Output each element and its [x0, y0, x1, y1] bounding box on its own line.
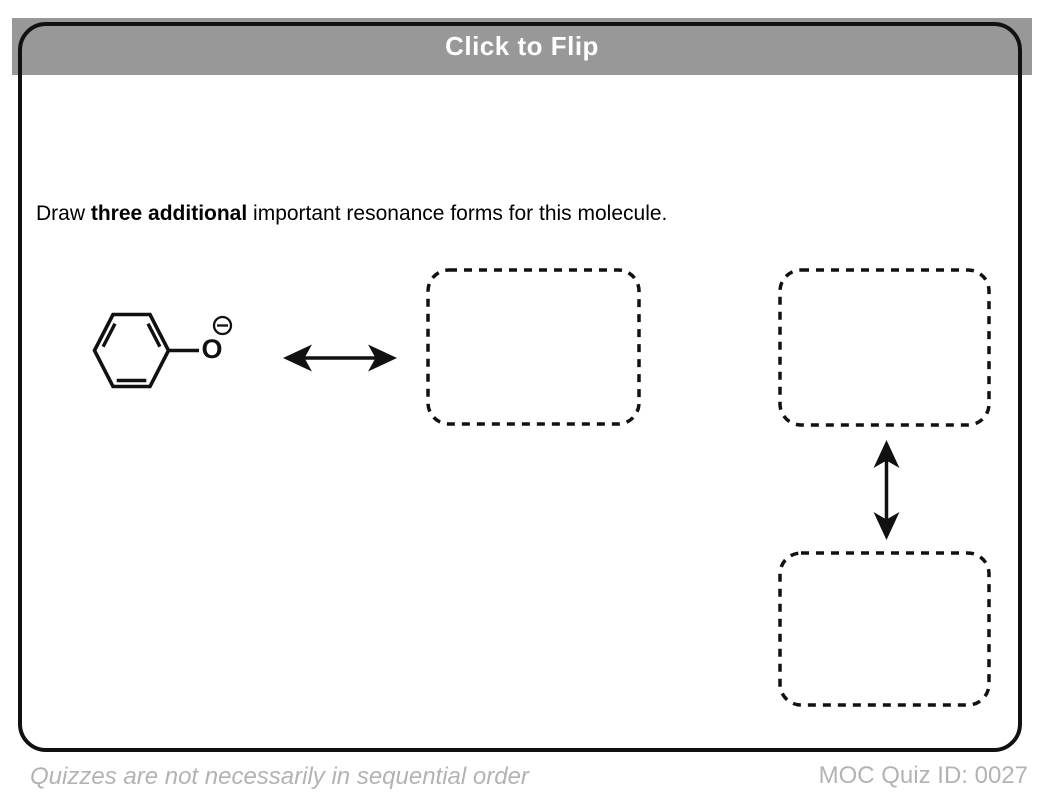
oxygen-atom-label: O — [201, 334, 222, 364]
answer-box-2 — [778, 268, 991, 427]
answer-box-3 — [778, 551, 991, 707]
negative-charge-icon — [212, 315, 233, 336]
flashcard[interactable] — [18, 22, 1022, 752]
arrowhead-down — [873, 512, 900, 540]
instruction-text: Draw three additional important resonanc… — [36, 200, 667, 228]
arrowhead-up — [873, 440, 900, 468]
instruction-prefix: Draw — [36, 202, 91, 225]
flip-header-bar[interactable]: Click to Flip — [12, 18, 1032, 75]
quiz-id: MOC Quiz ID: 0027 — [818, 762, 1028, 789]
resonance-arrow-horizontal — [283, 344, 397, 372]
answer-box-1 — [426, 268, 641, 426]
instruction-emphasis: three additional — [90, 202, 248, 225]
instruction-suffix: important resonance forms for this molec… — [247, 202, 668, 225]
resonance-arrow-vertical — [873, 440, 900, 540]
phenoxide-structure-drawing: O — [92, 312, 233, 389]
arrowhead-left — [283, 344, 312, 372]
flip-header-title: Click to Flip — [445, 31, 599, 61]
benzene-ring — [92, 312, 171, 389]
arrowhead-right — [368, 344, 397, 372]
footer-note: Quizzes are not necessarily in sequentia… — [30, 763, 529, 790]
